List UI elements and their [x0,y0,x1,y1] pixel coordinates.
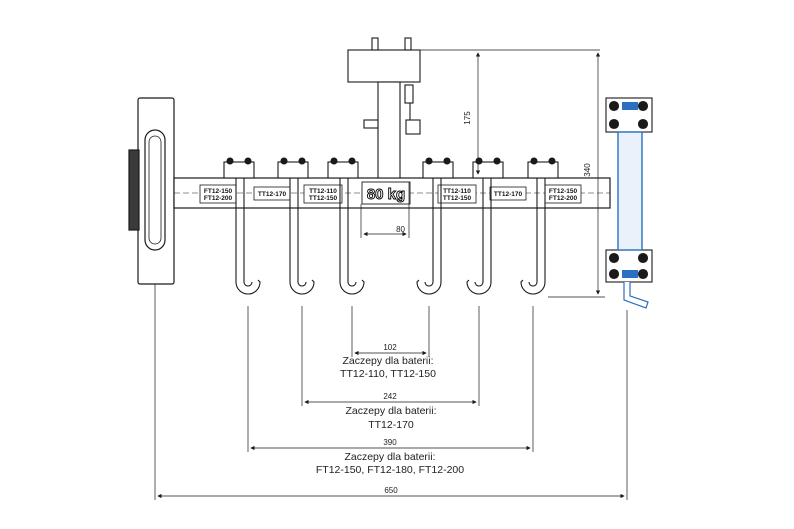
captions: Zaczepy dla baterii: TT12-110, TT12-150 … [316,355,464,476]
caption-group2-line1: Zaczepy dla baterii: [345,405,436,417]
caption-group2-line2: TT12-170 [368,419,414,431]
clip4-label-b: TT12-150 [443,195,472,202]
left-flange [128,97,175,285]
caption-group1-line1: Zaczepy dla baterii: [342,355,433,367]
dim-span-390: 390 [383,438,397,447]
clip6-label-b: FT12-200 [549,195,578,202]
clip2-label: TT12-170 [258,191,287,198]
caption-group3-line1: Zaczepy dla baterii: [344,451,435,463]
caption-group1-line2: TT12-110, TT12-150 [340,368,436,380]
dimension-lines [154,49,628,500]
dim-height-340: 340 [583,163,592,177]
sight-glass [605,97,653,309]
weight-label: 80 kg [367,186,405,203]
dim-span-102: 102 [383,343,397,352]
pipe-labels: FT12-150 FT12-200 TT12-170 TT12-110 TT12… [199,181,582,205]
clip4-label-a: TT12-110 [443,188,471,195]
dim-span-650: 650 [384,486,398,495]
dim-offset-80: 80 [396,225,405,234]
clip-fittings [223,157,559,179]
clip5-label: TT12-170 [494,191,523,198]
dim-height-175: 175 [463,111,472,125]
hooks [235,178,546,295]
dimension-texts: 175 340 80 102 242 390 650 [383,111,592,495]
clip1-label-a: FT12-150 [204,188,233,195]
clip6-label-a: FT12-150 [549,188,578,195]
clip3-label-b: TT12-150 [309,195,338,202]
caption-group3-line2: FT12-150, FT12-180, FT12-200 [316,464,464,476]
clip3-label-a: TT12-110 [309,188,337,195]
dim-span-242: 242 [383,392,397,401]
top-unit [347,37,421,179]
clip1-label-b: FT12-200 [204,195,233,202]
